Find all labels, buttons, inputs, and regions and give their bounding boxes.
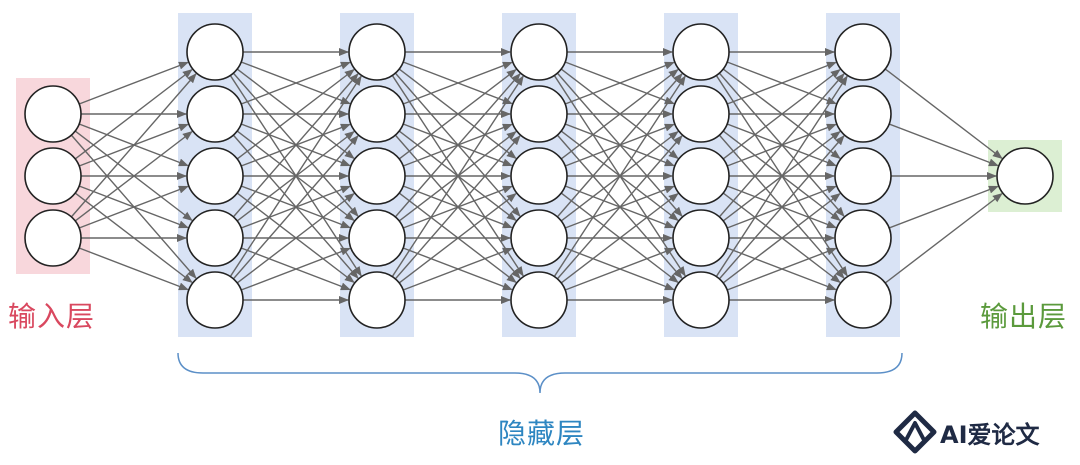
connection-4-1-0 — [726, 61, 837, 105]
connection-3-2-0 — [560, 69, 679, 160]
connection-4-2-0 — [722, 69, 841, 160]
watermark-logo: AI爱论文 — [893, 410, 1040, 454]
connection-0-2-2 — [78, 185, 189, 229]
hidden-node-2-2 — [348, 147, 406, 205]
hidden-node-1-0 — [186, 23, 244, 81]
connection-5-3-0 — [888, 185, 999, 229]
diamond-logo-icon — [893, 410, 937, 454]
hidden-layer-label: 隐藏层 — [498, 417, 586, 450]
output-layer-label: 输出层 — [980, 300, 1068, 333]
connection-1-4-0 — [229, 75, 362, 277]
connection-4-4-3 — [726, 247, 837, 291]
connection-0-0-0 — [78, 61, 189, 105]
connection-3-4-3 — [564, 247, 675, 291]
hidden-node-3-4 — [510, 271, 568, 329]
hidden-node-4-3 — [672, 209, 730, 267]
connection-2-1-0 — [402, 61, 513, 105]
hidden-node-1-2 — [186, 147, 244, 205]
input-node-0-1 — [24, 147, 82, 205]
connection-0-2-1 — [74, 131, 193, 222]
connection-2-3-0 — [394, 73, 521, 218]
connection-2-4-1 — [394, 135, 521, 280]
connection-3-4-2 — [560, 193, 679, 284]
connection-3-4-1 — [556, 135, 683, 280]
hidden-node-2-3 — [348, 209, 406, 267]
hidden-node-1-1 — [186, 85, 244, 143]
connection-4-4-2 — [722, 193, 841, 284]
hidden-node-1-4 — [186, 271, 244, 329]
hidden-node-3-3 — [510, 209, 568, 267]
hidden-node-2-1 — [348, 85, 406, 143]
connection-1-3-0 — [232, 73, 359, 218]
neurons — [24, 23, 1054, 329]
connection-0-2-0 — [70, 73, 197, 218]
hidden-node-4-1 — [672, 85, 730, 143]
connection-2-4-2 — [398, 193, 517, 284]
hidden-layers-brace — [177, 352, 903, 394]
connection-1-4-1 — [232, 135, 359, 280]
connection-0-2-4 — [78, 247, 189, 291]
hidden-node-3-2 — [510, 147, 568, 205]
connection-4-3-0 — [718, 73, 845, 218]
connection-1-2-0 — [236, 69, 355, 160]
hidden-node-4-2 — [672, 147, 730, 205]
output-node-6-0 — [996, 147, 1054, 205]
hidden-node-5-0 — [834, 23, 892, 81]
connection-5-4-0 — [884, 193, 1003, 284]
hidden-node-5-1 — [834, 85, 892, 143]
connection-2-2-0 — [398, 69, 517, 160]
connection-1-4-3 — [240, 247, 351, 291]
hidden-node-3-0 — [510, 23, 568, 81]
input-node-0-2 — [24, 209, 82, 267]
watermark-text: AI爱论文 — [940, 420, 1040, 449]
hidden-node-5-4 — [834, 271, 892, 329]
connection-5-0-0 — [884, 68, 1003, 159]
hidden-node-4-0 — [672, 23, 730, 81]
connection-3-3-0 — [556, 73, 683, 218]
input-node-0-0 — [24, 85, 82, 143]
hidden-node-5-3 — [834, 209, 892, 267]
input-layer-label: 输入层 — [8, 300, 96, 333]
hidden-node-3-1 — [510, 85, 568, 143]
connection-5-1-0 — [888, 123, 999, 167]
connections — [70, 48, 1003, 304]
connection-4-4-1 — [718, 135, 845, 280]
hidden-node-4-4 — [672, 271, 730, 329]
connection-1-4-2 — [236, 193, 355, 284]
connection-2-4-0 — [391, 75, 524, 277]
hidden-node-2-4 — [348, 271, 406, 329]
connection-3-1-0 — [564, 61, 675, 105]
connection-2-4-3 — [402, 247, 513, 291]
connection-4-4-0 — [715, 75, 848, 277]
hidden-node-1-3 — [186, 209, 244, 267]
connection-0-1-0 — [74, 69, 193, 160]
connection-1-1-0 — [240, 61, 351, 105]
hidden-node-5-2 — [834, 147, 892, 205]
connection-3-4-0 — [553, 75, 686, 277]
hidden-node-2-0 — [348, 23, 406, 81]
